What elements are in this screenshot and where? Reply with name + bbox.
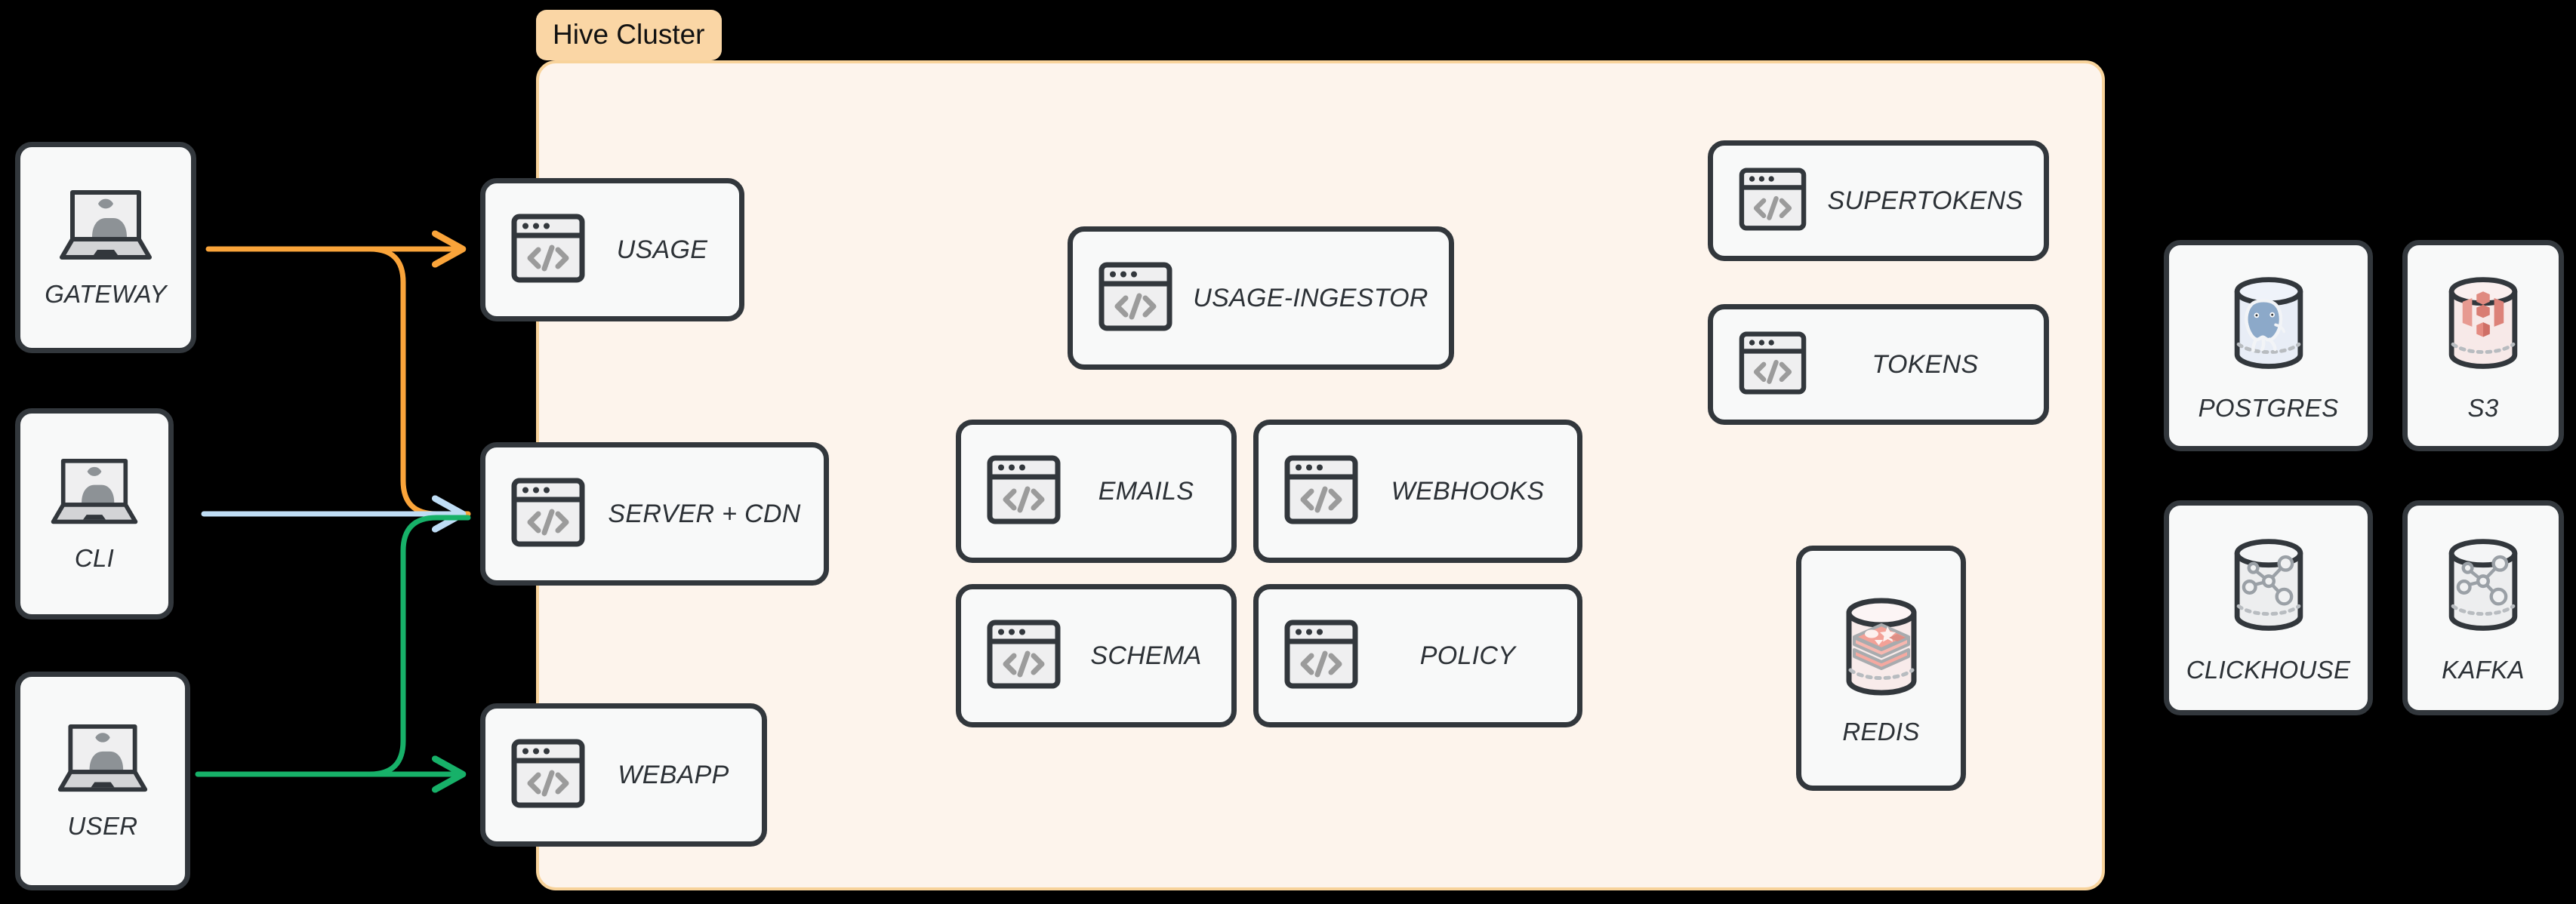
client-label-cli: CLI xyxy=(74,543,115,572)
service-card-supertokens[interactable]: SUPERTOKENS xyxy=(1708,140,2049,261)
postgres-cylinder-icon xyxy=(2214,269,2324,383)
service-label-schema: SCHEMA xyxy=(1090,641,1202,670)
laptop-user-icon xyxy=(48,456,140,533)
client-card-user[interactable]: USER xyxy=(15,672,190,890)
network-cylinder-icon xyxy=(2214,531,2324,645)
service-card-usage-ingestor[interactable]: USAGE-INGESTOR xyxy=(1068,226,1454,370)
code-window-icon xyxy=(511,478,585,551)
code-window-icon xyxy=(987,620,1061,693)
service-card-schema[interactable]: SCHEMA xyxy=(956,584,1237,727)
datastore-card-redis[interactable]: REDIS xyxy=(1796,546,1966,791)
code-window-icon xyxy=(987,455,1061,528)
datastore-label-redis: REDIS xyxy=(1842,718,1920,746)
service-label-webapp: WEBAPP xyxy=(618,760,729,789)
service-label-policy: POLICY xyxy=(1419,641,1516,670)
edge-gateway-to-server-cdn xyxy=(367,246,471,517)
service-card-webapp[interactable]: WEBAPP xyxy=(480,703,767,847)
service-card-webhooks[interactable]: WEBHOOKS xyxy=(1253,420,1582,563)
service-label-usage-ingestor: USAGE-INGESTOR xyxy=(1193,283,1428,312)
code-window-icon xyxy=(1284,620,1358,693)
datastore-label-s3: S3 xyxy=(2467,393,2499,422)
client-label-user: USER xyxy=(67,812,138,840)
client-card-gateway[interactable]: GATEWAY xyxy=(15,142,196,353)
code-window-icon xyxy=(511,739,585,812)
client-label-gateway: GATEWAY xyxy=(45,279,167,308)
hive-cluster-label: Hive Cluster xyxy=(536,10,722,60)
service-label-emails: EMAILS xyxy=(1098,476,1194,506)
code-window-icon xyxy=(1098,262,1172,335)
s3-cylinder-icon xyxy=(2428,269,2538,383)
datastore-card-s3[interactable]: S3 xyxy=(2402,240,2564,451)
service-card-emails[interactable]: EMAILS xyxy=(956,420,1237,563)
laptop-user-icon xyxy=(57,187,155,269)
service-card-usage[interactable]: USAGE xyxy=(480,178,744,321)
client-card-cli[interactable]: CLI xyxy=(15,408,174,620)
datastore-label-kafka: KAFKA xyxy=(2442,656,2525,684)
edge-user-to-server-cdn xyxy=(367,515,471,777)
code-window-icon xyxy=(1284,455,1358,528)
service-card-policy[interactable]: POLICY xyxy=(1253,584,1582,727)
service-card-tokens[interactable]: TOKENS xyxy=(1708,304,2049,425)
service-label-supertokens: SUPERTOKENS xyxy=(1827,186,2023,215)
datastore-card-postgres[interactable]: POSTGRES xyxy=(2164,240,2373,451)
network-cylinder-icon xyxy=(2428,531,2538,645)
service-label-tokens: TOKENS xyxy=(1872,349,1979,379)
datastore-label-postgres: POSTGRES xyxy=(2198,393,2339,422)
service-label-webhooks: WEBHOOKS xyxy=(1391,476,1545,506)
code-window-icon xyxy=(1739,167,1807,235)
service-label-usage: USAGE xyxy=(616,235,708,264)
service-card-server-cdn[interactable]: SERVER + CDN xyxy=(480,442,829,586)
code-window-icon xyxy=(1739,331,1807,398)
redis-cylinder-icon xyxy=(1825,590,1938,707)
service-label-server-cdn: SERVER + CDN xyxy=(608,499,801,528)
datastore-label-clickhouse: CLICKHOUSE xyxy=(2186,656,2351,684)
laptop-user-icon xyxy=(55,721,150,801)
code-window-icon xyxy=(511,214,585,287)
datastore-card-kafka[interactable]: KAFKA xyxy=(2402,500,2564,715)
datastore-card-clickhouse[interactable]: CLICKHOUSE xyxy=(2164,500,2373,715)
